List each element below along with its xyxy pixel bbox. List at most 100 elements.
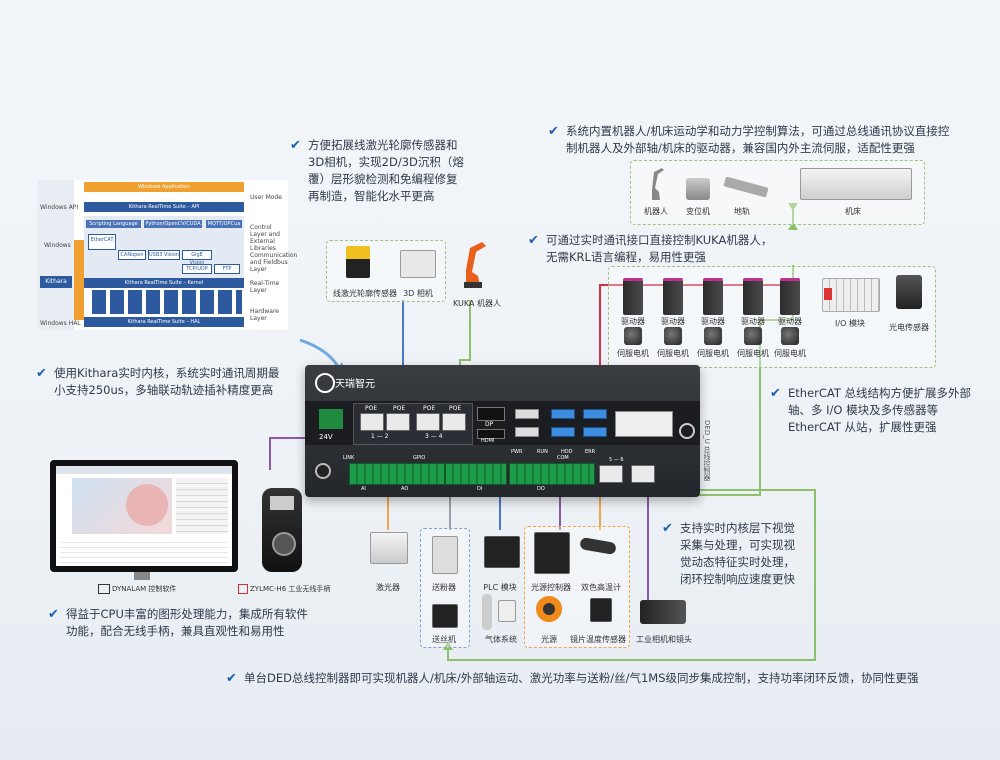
check-icon: ✔ <box>290 138 301 153</box>
brand-logo <box>315 373 335 393</box>
arch-layer-control: Control Layer and External Libraries <box>250 224 280 252</box>
dp-port[interactable] <box>477 407 505 421</box>
pendant-label: ZYLMC-H6 工业无线手柄 <box>250 585 331 593</box>
power-label: 24V <box>319 433 333 441</box>
usb-port-1[interactable] <box>515 409 539 419</box>
hdmi-label: HDMI <box>481 438 495 444</box>
photoelectric-sensor <box>896 275 922 309</box>
check-icon: ✔ <box>548 124 559 139</box>
machine-label: 机床 <box>845 207 861 216</box>
usb-port-4[interactable] <box>551 427 575 437</box>
industrial-cam-label: 工业相机和镜头 <box>636 635 692 644</box>
arch-mqtt: MQTT/OPCua <box>206 220 242 228</box>
arch-api: Kithara RealTime Suite – API <box>84 202 244 212</box>
link-label: LINK <box>343 455 355 461</box>
robot-label: 机器人 <box>644 207 668 216</box>
powder-label: 送粉器 <box>432 583 456 592</box>
arch-layer-hardware: Hardware Layer <box>250 308 279 322</box>
drive-group <box>608 266 936 368</box>
usb-port-3[interactable] <box>551 409 575 419</box>
poe-port-2[interactable] <box>386 413 410 431</box>
wire-feeder <box>432 604 458 628</box>
motor-2 <box>664 327 682 345</box>
usb-port-5[interactable] <box>583 409 607 419</box>
check-icon: ✔ <box>36 366 47 381</box>
driver-2 <box>663 278 683 315</box>
arch-ftp: FTP <box>214 264 240 274</box>
photo-label: 光电传感器 <box>889 323 929 332</box>
driver-label-5: 驱动器 <box>778 317 802 326</box>
ai-label: AI <box>361 486 366 492</box>
lens-temp-sensor <box>590 598 612 622</box>
ethercat-port-1[interactable] <box>599 465 623 483</box>
arch-windows-hal: Windows HAL <box>40 320 81 327</box>
power-button[interactable] <box>679 423 695 439</box>
hdd-label: HDD <box>561 449 573 455</box>
io-label: I/O 模块 <box>835 319 865 328</box>
note-laser-sensor: ✔方便拓展线激光轮廓传感器和3D相机，实现2D/3D沉积（熔覆）层形貌检测和免编… <box>290 138 464 203</box>
terminal-block-top[interactable] <box>615 411 673 437</box>
light-controller <box>534 532 570 574</box>
poe-port-3[interactable] <box>416 413 440 431</box>
err-label: ERR <box>585 449 596 455</box>
usb-port-6[interactable] <box>583 427 607 437</box>
note-cpu: ✔得益于CPU丰富的图形处理能力，集成所有软件功能，配合无线手柄，兼具直观性和易… <box>48 607 308 638</box>
note-kuka: ✔可通过实时通讯接口直接控制KUKA机器人，无需KRL语言编程，易用性更强 <box>528 233 773 264</box>
laser-profile-sensor <box>346 246 370 278</box>
driver-label-1: 驱动器 <box>621 317 645 326</box>
pendant-icon <box>238 584 248 594</box>
arch-canopen: CANopen <box>118 250 146 260</box>
arch-tcpudp: TCP/UDP <box>182 264 212 274</box>
industrial-camera <box>640 600 686 624</box>
gpio-terminal-3[interactable] <box>509 463 595 485</box>
monitor-stand <box>134 572 150 580</box>
arch-kernel: Kithara RealTime Suite – Kernel <box>84 278 244 288</box>
motor-4 <box>744 327 762 345</box>
poe-port-4[interactable] <box>442 413 466 431</box>
kuka-label: KUKA 机器人 <box>452 299 501 308</box>
pwr-label: PWR <box>511 449 523 455</box>
do-label: DO <box>537 486 545 492</box>
note-single-ded: ✔单台DED总线控制器即可实现机器人/机床/外部轴运动、激光功率与送粉/丝/气1… <box>226 671 919 686</box>
dynalam-label: DYNALAM 控制软件 <box>112 585 177 593</box>
gpio-label: GPIO <box>413 455 426 461</box>
arch-gige: GigE Vision <box>182 250 212 266</box>
track-label: 地轨 <box>734 207 750 216</box>
powder-feeder <box>432 536 458 574</box>
audio-jack[interactable] <box>315 463 331 479</box>
software-icon <box>98 584 110 594</box>
usb-port-2[interactable] <box>515 427 539 437</box>
machine-tool <box>800 168 912 200</box>
architecture-diagram: Windows API Windows Windows HAL Kithara … <box>38 180 297 330</box>
motor-1 <box>624 327 642 345</box>
driver-label-2: 驱动器 <box>661 317 685 326</box>
controller-body: 天瑞智元 24V POE POE POE POE 1 — 2 3 — 4 DP … <box>305 365 700 497</box>
power-connector <box>319 409 343 429</box>
ethercat-port-2[interactable] <box>631 465 655 483</box>
poe-label-2: POE <box>393 405 406 412</box>
driver-3 <box>703 278 723 315</box>
note-kithara: ✔使用Kithara实时内核，系统实时通讯周期最小支持250us，多轴联动轨迹插… <box>36 366 280 397</box>
driver-1 <box>623 278 643 315</box>
gas-meter <box>498 600 516 622</box>
positioner <box>686 178 710 200</box>
arch-layer-user: User Mode <box>250 194 282 201</box>
ao-label: AO <box>401 486 409 492</box>
arch-layer-realtime: Real-Time Layer <box>250 280 280 294</box>
driver-4 <box>743 278 763 315</box>
lens-temp-label: 镜片温度传感器 <box>570 635 626 644</box>
laser-label: 激光器 <box>376 583 400 592</box>
controller-side-label: DED_U 总线控制器 <box>703 420 711 482</box>
robot-arm <box>646 166 666 202</box>
driver-5 <box>780 278 800 315</box>
run-label: RUN <box>537 449 548 455</box>
kuka-robot <box>458 238 488 288</box>
gpio-terminal-2[interactable] <box>445 463 507 485</box>
motor-3 <box>704 327 722 345</box>
hdmi-port[interactable] <box>477 429 505 439</box>
ring-light <box>536 596 562 622</box>
driver-label-4: 驱动器 <box>741 317 765 326</box>
wireless-pendant <box>262 488 302 572</box>
gpio-terminal-1[interactable] <box>349 463 445 485</box>
poe-port-1[interactable] <box>360 413 384 431</box>
